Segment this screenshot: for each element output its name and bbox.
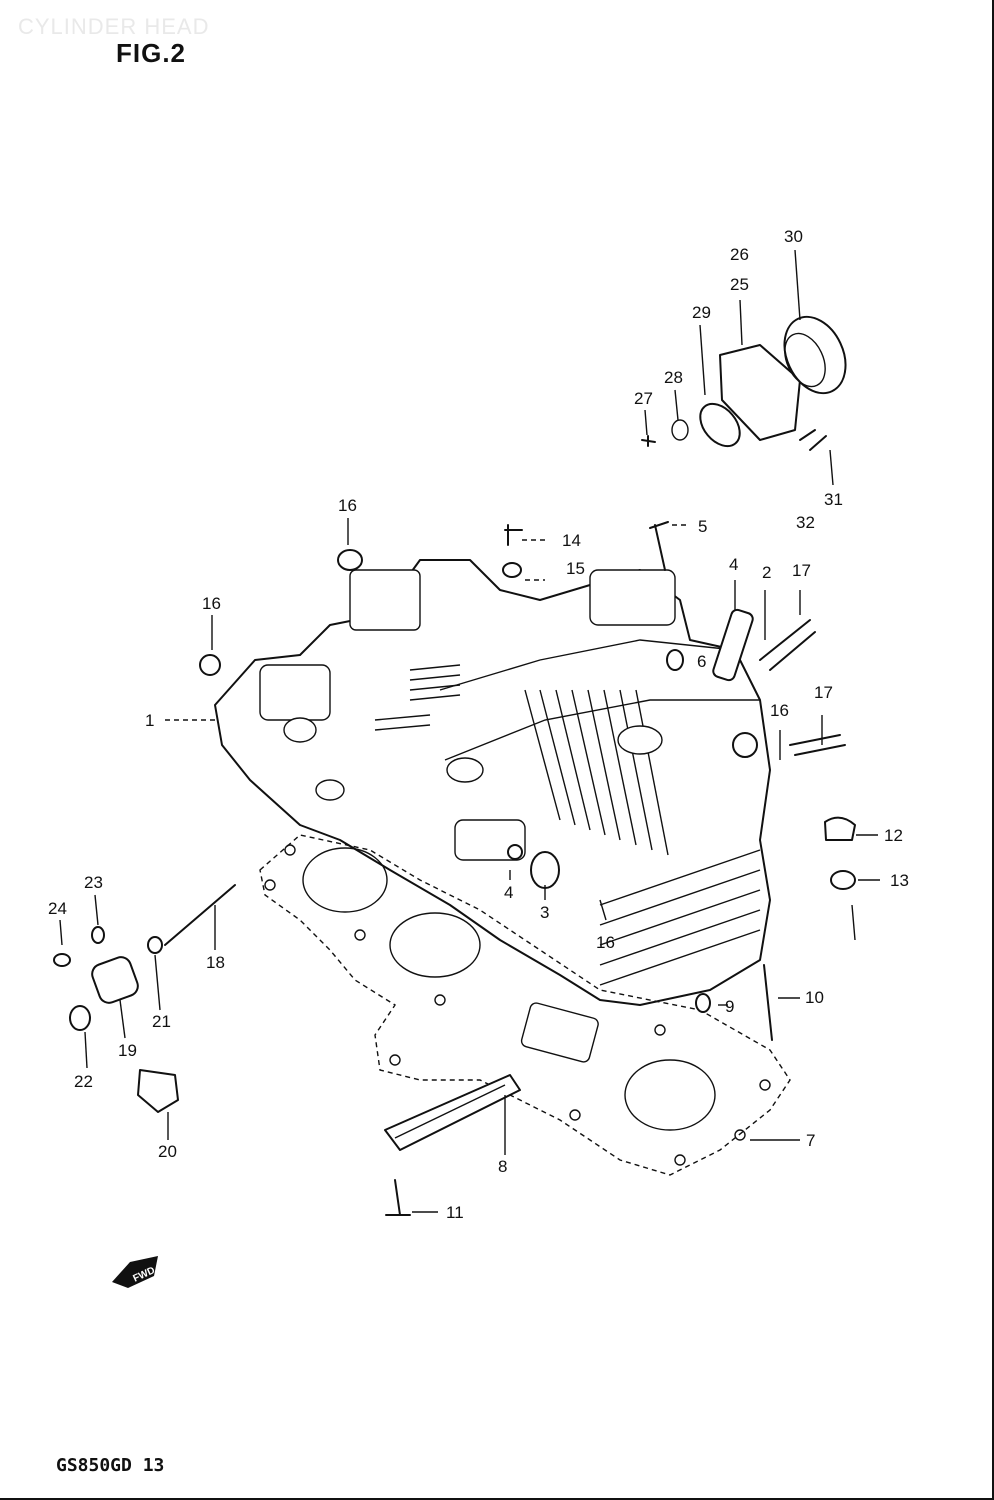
callout-13: 13	[890, 871, 909, 890]
callout-4-lower: 4	[504, 883, 513, 902]
callout-31: 31	[824, 490, 843, 509]
callout-15: 15	[566, 559, 585, 578]
callout-16-top: 16	[338, 496, 357, 515]
figure-label: FIG.2	[116, 38, 187, 68]
callout-9: 9	[725, 997, 734, 1016]
callout-labels: 1 2 3 4 4 5 6 7 8 9 10 11 12 13 14 15 16…	[48, 227, 909, 1222]
head-gasket	[259, 834, 791, 1176]
page-border-right	[992, 0, 994, 1500]
forward-direction-arrow: FWD	[112, 1256, 158, 1288]
callout-29: 29	[692, 303, 711, 322]
leader-lines	[59, 249, 880, 1213]
callout-23: 23	[84, 873, 103, 892]
callout-6: 6	[697, 652, 706, 671]
callout-20: 20	[158, 1142, 177, 1161]
callout-11: 11	[446, 1203, 464, 1222]
section-title: CYLINDER HEAD	[18, 14, 210, 39]
callout-27: 27	[634, 389, 653, 408]
callout-24: 24	[48, 899, 67, 918]
callout-28: 28	[664, 368, 683, 387]
callout-18: 18	[206, 953, 225, 972]
callout-10: 10	[805, 988, 824, 1007]
callout-19: 19	[118, 1041, 137, 1060]
callout-16-right: 16	[770, 701, 789, 720]
callout-16-center: 16	[596, 933, 615, 952]
callout-7: 7	[806, 1131, 815, 1150]
callout-12: 12	[884, 826, 903, 845]
callout-1: 1	[145, 711, 154, 730]
intake-pipe-assembly	[641, 315, 847, 451]
callout-21: 21	[152, 1012, 171, 1031]
callout-22: 22	[74, 1072, 93, 1091]
small-parts	[53, 521, 856, 1216]
callout-25: 25	[730, 275, 749, 294]
callout-16-left: 16	[202, 594, 221, 613]
callout-17-upper: 17	[792, 561, 811, 580]
callout-17-lower: 17	[814, 683, 833, 702]
callout-8: 8	[498, 1157, 507, 1176]
callout-2: 2	[762, 563, 771, 582]
callout-5: 5	[698, 517, 707, 536]
callout-30: 30	[784, 227, 803, 246]
cylinder-head-body	[214, 559, 771, 1006]
page-border-bottom	[0, 1498, 994, 1500]
callout-4-upper: 4	[729, 555, 738, 574]
model-code: GS850GD 13	[56, 1455, 165, 1476]
callout-32: 32	[796, 513, 815, 532]
callout-26: 26	[730, 245, 749, 264]
cam-chain-guide	[384, 1074, 521, 1151]
callout-3: 3	[540, 903, 549, 922]
callout-14: 14	[562, 531, 581, 550]
